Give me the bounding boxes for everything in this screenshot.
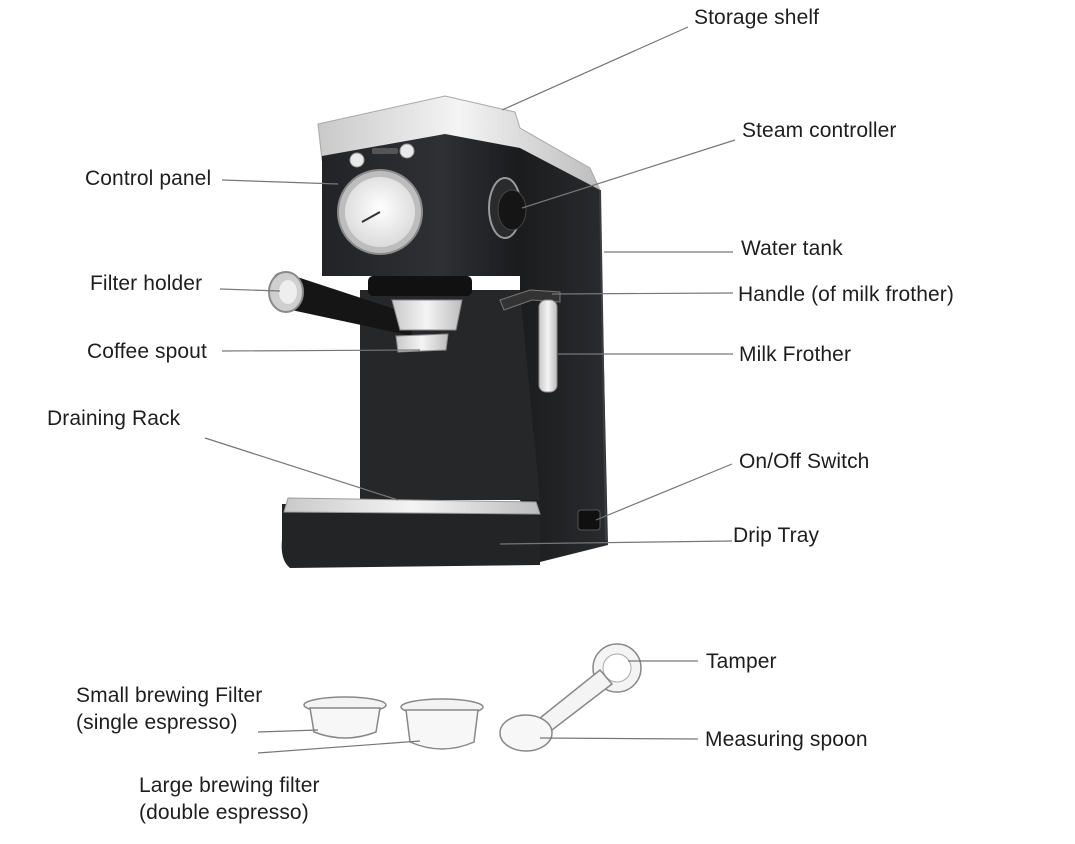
steam-knob [497, 189, 527, 231]
label-storage-shelf: Storage shelf [694, 6, 820, 29]
large-filter-body [405, 709, 479, 750]
label-small-filter-line1: Small brewing Filter [76, 684, 263, 707]
leader-filter-holder [219, 288, 281, 292]
label-control-panel: Control panel [85, 167, 212, 190]
label-measuring-spoon: Measuring spoon [705, 728, 868, 751]
label-large-filter-line2: (double espresso) [139, 801, 309, 824]
filter-basket [391, 299, 463, 331]
measuring-spoon-bowl [499, 714, 553, 752]
label-drip-tray: Drip Tray [733, 524, 820, 547]
label-large-filter-line1: Large brewing filter [139, 774, 320, 797]
small-filter-body [309, 707, 381, 739]
group-head [368, 276, 472, 296]
indicator-lights [372, 148, 398, 154]
frother-handle [499, 289, 561, 311]
on-off-switch-shape [577, 509, 601, 531]
label-draining-rack: Draining Rack [47, 407, 181, 430]
leader-handle [551, 292, 734, 295]
label-filter-holder: Filter holder [90, 272, 203, 295]
tank-edge-line [599, 189, 607, 541]
drip-tray-shape [281, 504, 540, 568]
espresso-machine [268, 95, 608, 568]
label-on-off-switch: On/Off Switch [739, 450, 870, 473]
frother-wand [538, 299, 558, 393]
tamper-head-inner [602, 653, 632, 683]
label-steam-controller: Steam controller [742, 119, 897, 142]
portafilter-end-cap-inner [279, 280, 297, 304]
label-coffee-spout: Coffee spout [87, 340, 207, 363]
portafilter-handle [269, 272, 412, 336]
leader-draining-rack [204, 437, 399, 501]
coffee-spout-shape [395, 333, 449, 353]
label-tamper: Tamper [706, 650, 777, 673]
leader-small-filter [257, 729, 319, 733]
tamper-shaft [538, 668, 614, 731]
label-water-tank: Water tank [741, 237, 843, 260]
leader-large-filter [257, 740, 421, 754]
leader-coffee-spout [221, 349, 421, 352]
leader-control-panel [221, 179, 339, 185]
gauge-needle [361, 211, 381, 223]
control-button-left [349, 152, 365, 168]
label-milk-frother: Milk Frother [739, 343, 852, 366]
leader-drip-tray [499, 540, 733, 545]
leader-lines [204, 26, 736, 754]
label-handle-milk-frother: Handle (of milk frother) [738, 283, 954, 306]
leader-on-off-switch [595, 463, 733, 521]
water-tank-shape [520, 148, 608, 562]
draining-rack-shape [283, 497, 541, 515]
leader-measuring-spoon [539, 737, 699, 740]
control-button-right [399, 143, 415, 159]
accessories [303, 643, 642, 752]
leader-steam-controller [521, 139, 736, 209]
label-small-filter-line2: (single espresso) [76, 711, 238, 734]
leader-storage-shelf [501, 26, 689, 111]
